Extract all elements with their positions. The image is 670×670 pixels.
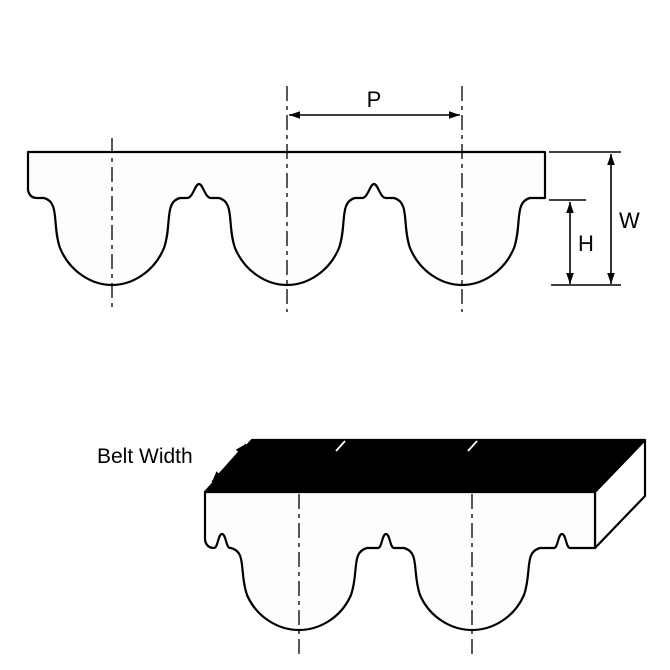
belt-front-face [203, 490, 597, 632]
tooth-height-label: H [578, 231, 594, 256]
belt-width-callout: Belt Width [97, 443, 247, 483]
belt-thickness-label: W [619, 208, 640, 233]
belt-top-face [203, 438, 647, 494]
belt-profile-view: P W H [26, 86, 640, 312]
pitch-dimension: P [289, 87, 460, 119]
belt-profile-outline [26, 150, 547, 287]
belt-thickness-dimension: W [549, 151, 640, 286]
belt-perspective-view: Belt Width [97, 438, 647, 657]
pitch-label: P [367, 87, 382, 112]
belt-width-arrow [211, 443, 247, 483]
belt-width-label: Belt Width [97, 445, 193, 468]
top-face-seam-left [335, 440, 346, 452]
tooth-height-dimension: H [549, 199, 594, 284]
top-face-seam-right [467, 440, 478, 452]
